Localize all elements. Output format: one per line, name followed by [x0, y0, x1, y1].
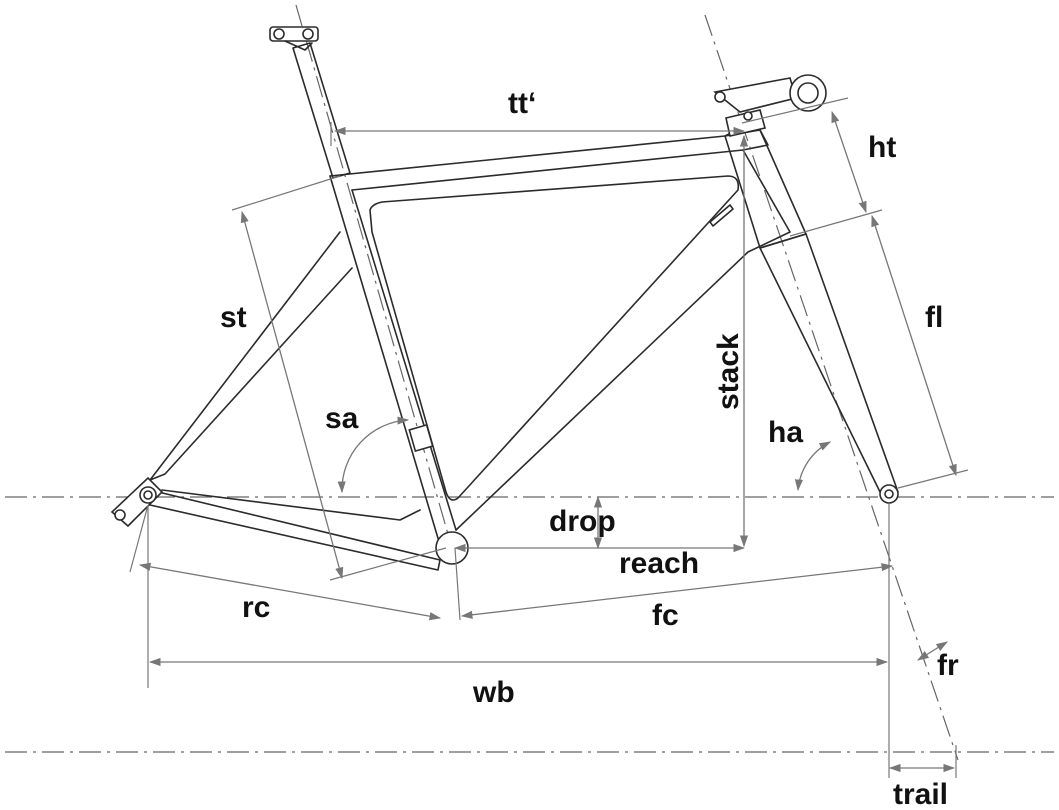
fc-dimension-line [460, 563, 894, 619]
st-dimension-line [240, 210, 344, 580]
sa-angle-arc [337, 416, 410, 494]
stem [713, 74, 827, 137]
label-fl: fl [925, 301, 943, 334]
chain-stay [149, 489, 441, 571]
fl-dimension-line [871, 214, 957, 477]
rear-dropout [110, 476, 164, 528]
ha-angle-arc [794, 441, 832, 492]
label-fc: fc [652, 599, 679, 632]
label-reach: reach [619, 547, 699, 580]
label-wb: wb [472, 676, 515, 709]
fork [759, 233, 899, 501]
label-rc: rc [242, 591, 270, 624]
ht-extension-bottom [789, 209, 883, 237]
label-fr: fr [937, 649, 959, 682]
rc-dimension-line [138, 562, 442, 621]
top-tube [329, 125, 769, 191]
top-tube-detail [709, 204, 734, 227]
seat-tube [329, 175, 457, 546]
label-ha: ha [768, 416, 803, 449]
st-extension-top [231, 175, 341, 211]
seat-stay [149, 231, 353, 481]
cable-port [408, 423, 434, 453]
label-sa: sa [325, 402, 359, 435]
ht-dimension-line [831, 110, 867, 214]
label-trail: trail [893, 778, 948, 810]
bike-frame [110, 26, 899, 571]
down-tube [455, 149, 791, 531]
label-stack: stack [712, 333, 745, 410]
rc-extension [129, 504, 149, 573]
label-ht: ht [868, 131, 896, 164]
label-tt: tt‘ [508, 87, 536, 120]
fl-extension-bottom [897, 469, 969, 489]
fr-dimension-line [917, 641, 948, 661]
saddle-clamp [269, 26, 319, 51]
seat-tube-axis-line [295, 4, 453, 549]
bb-vertical-extension [454, 547, 461, 621]
main-triangle-inner [369, 175, 740, 501]
label-drop: drop [549, 505, 616, 538]
seatpost [292, 42, 351, 179]
label-st: st [220, 301, 247, 334]
st-extension-bottom [329, 547, 447, 581]
ht-extension-top [741, 97, 849, 124]
